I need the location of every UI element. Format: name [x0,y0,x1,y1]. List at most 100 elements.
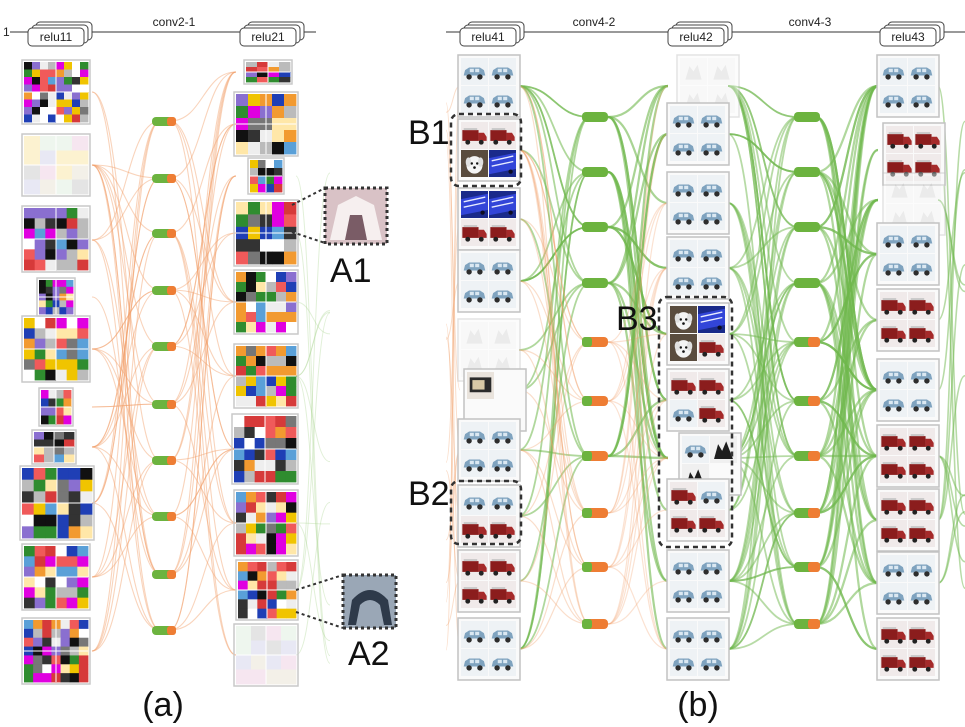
edge-in [518,349,591,568]
patch-pixel [64,107,73,115]
patch-pixel [284,239,297,252]
edge-in [727,341,799,511]
truck-icon [914,126,941,153]
edge-in [727,341,799,582]
edge-out [607,84,669,285]
patch-pixel [281,655,297,670]
relu42-patch-1 [666,102,730,166]
patch-pixel [34,218,46,230]
patch-pixel [78,673,89,683]
patch-pixel [258,168,267,177]
patch-pixel [285,460,297,472]
patch-pixel [256,533,267,545]
edge-out [607,170,669,460]
car-icon [698,240,725,267]
conv4-2-neuron-tip [582,508,592,518]
edge-in [518,149,591,343]
patch-pixel [45,566,57,578]
patch-pixel [33,637,43,647]
patch-pixel [45,218,57,230]
patch-pixel [276,599,287,610]
patch-pixel [266,492,277,503]
conv2-1-neuron-tip [167,117,176,126]
patch-pixel [266,184,275,193]
patch-pixel [40,62,49,70]
patch-pixel [34,439,45,448]
edge-in [91,164,161,405]
patch-pixel [63,415,72,425]
car-icon [880,86,907,113]
patch-pixel [34,359,46,371]
edge-out [169,71,237,179]
truck-icon [489,516,516,543]
patch-pixel [42,673,52,683]
edge-out [607,267,669,625]
edge-in [518,455,591,517]
edge-out [169,232,237,347]
edge-out [607,509,669,568]
patch-pixel [56,136,73,151]
patch-pixel [56,218,68,230]
patch-pixel [80,69,89,78]
patch-pixel [22,514,35,527]
patch-pixel [34,328,46,340]
patch-pixel [284,106,297,119]
patch-pixel [286,580,297,591]
edge-out [607,267,669,402]
edge-in [518,85,591,284]
patch-pixel [276,302,287,313]
edge-in [91,232,161,448]
patch-pixel [266,523,277,534]
patch-pixel [286,312,297,323]
edge-next [937,455,965,497]
patch-pixel [24,150,41,166]
relu21-patch-4 [233,269,299,335]
edge-in [518,341,591,582]
patch-pixel [266,502,277,514]
left-cut-label: 1 [3,25,10,39]
patch-pixel [77,359,89,371]
edge-out [607,267,669,568]
patch-pixel [257,72,269,78]
patch-pixel [22,491,35,504]
patch-frame [233,623,299,687]
patch-pixel [286,272,297,283]
patch-pixel [238,599,249,610]
patch-pixel [56,556,68,568]
relu41-patch-0 [457,54,521,118]
relu43-patch-8 [876,551,940,615]
edge-in [91,446,161,517]
callout-a2: A2 [295,573,398,673]
patch-pixel [60,628,71,639]
edge-out [815,581,879,626]
edge-in [727,85,799,228]
patch-pixel [32,69,41,78]
patch-pixel [284,142,297,155]
car-icon [908,226,935,253]
patch-pixel [250,176,259,185]
edge-in [518,149,591,568]
patch-pixel [274,176,283,185]
patch-pixel [246,396,257,407]
edge-out [607,225,669,270]
patch-pixel [236,533,247,545]
patch-pixel [24,328,36,340]
patch-pixel [56,84,65,93]
patch-frame [233,343,299,409]
patch-pixel [275,427,287,439]
truck-icon [489,581,516,608]
edge-in [727,455,799,582]
edge-in [91,459,161,652]
patch-pixel [77,239,89,250]
patch-pixel [40,136,57,151]
patch-pixel [45,556,57,568]
patch-pixel [286,571,297,582]
bus-icon [489,191,516,218]
edge-in [91,289,161,448]
patch-pixel [275,460,287,472]
edge-in [91,289,161,350]
car-icon [698,581,725,608]
car-icon [461,621,488,648]
patch-pixel [266,168,275,177]
patch-pixel [64,114,73,123]
